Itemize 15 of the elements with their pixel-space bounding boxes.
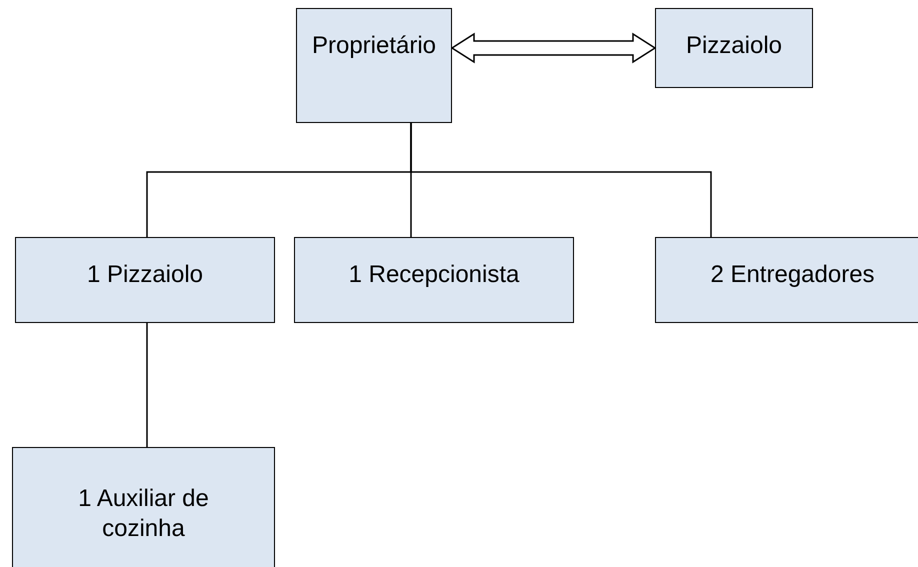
double-arrow <box>450 32 656 64</box>
role-box <box>655 8 813 88</box>
role-label: 1 Pizzaiolo <box>86 261 204 288</box>
role-label: 1 Auxiliar de cozinha <box>78 485 209 542</box>
role-label: Proprietário <box>312 32 436 59</box>
role-box <box>655 237 918 323</box>
role-label: 2 Entregadores <box>710 261 875 288</box>
role-box <box>294 237 574 323</box>
connector-line <box>410 123 712 237</box>
connector-line <box>146 323 148 447</box>
role-box <box>12 447 275 567</box>
role-box <box>15 237 275 323</box>
role-label: 1 Recepcionista <box>348 261 520 288</box>
role-box <box>296 8 452 123</box>
role-label: Pizzaiolo <box>686 32 782 59</box>
